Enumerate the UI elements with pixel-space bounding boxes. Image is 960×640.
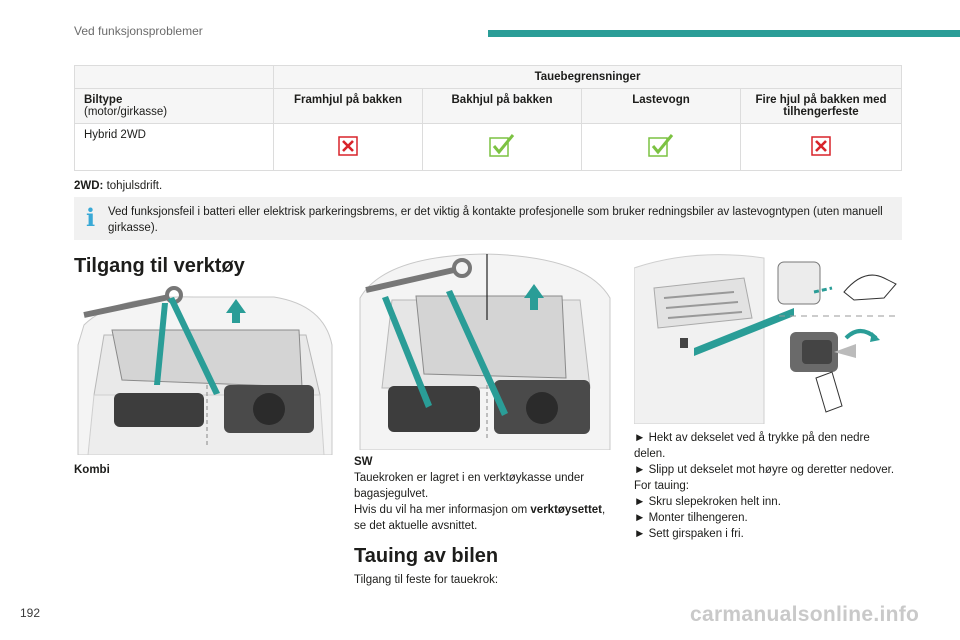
abbreviation-note: 2WD: tohjulsdrift. [74, 180, 162, 192]
towing-intro: Tilgang til feste for tauekrok: [354, 574, 499, 586]
row-label: Hybrid 2WD [74, 123, 274, 171]
towing-table: Tauebegrensninger Biltype (motor/girkass… [74, 65, 902, 171]
step-item: ► Sett girspaken i fri. [634, 528, 744, 540]
info-box: i Ved funksjonsfeil i batteri eller elek… [74, 197, 902, 240]
info-text: Ved funksjonsfeil i batteri eller elektr… [108, 206, 883, 234]
check-icon [489, 133, 515, 157]
kombi-trunk-illustration [77, 286, 333, 455]
sw-more-info: Hvis du vil ha mer informasjon om verktø… [354, 502, 616, 534]
note-term: 2WD: [74, 180, 104, 192]
cell-allowed [581, 123, 741, 171]
col-header: Framhjul på bakken [273, 88, 423, 124]
sw-storage-text: Tauekroken er lagret i en verktøykasse u… [354, 472, 585, 500]
sw-more-info-tail: , se det aktuelle avsnittet. [354, 504, 606, 532]
header-section-title: Ved funksjonsproblemer [74, 24, 203, 38]
cross-icon [811, 135, 831, 156]
sw-trunk-illustration [359, 253, 611, 450]
col-header: Lastevogn [581, 88, 741, 124]
sw-label: SW [354, 456, 373, 468]
header-accent-bar [488, 30, 960, 37]
section-title-towing: Tauing av bilen [354, 545, 499, 567]
cell-not-allowed [273, 123, 423, 171]
cell-allowed [422, 123, 582, 171]
row-header-sub: (motor/girkasse) [84, 106, 168, 118]
step-item: ► Monter tilhengeren. [634, 512, 748, 524]
page-number: 192 [20, 606, 41, 620]
step-item: ► Skru slepekroken helt inn. [634, 496, 781, 508]
kombi-label: Kombi [74, 464, 110, 476]
watermark: carmanualsonline.info [690, 603, 920, 626]
row-header-title: Biltype [84, 94, 123, 106]
sw-more-info-text: Hvis du vil ha mer informasjon om [354, 504, 531, 516]
toolkit-link: verktøysettet [530, 504, 602, 516]
towing-steps: ► Hekt av dekselet ved å trykke på den n… [634, 430, 902, 542]
col-header: Bakhjul på bakken [422, 88, 582, 124]
cell-not-allowed [740, 123, 902, 171]
table-row: Hybrid 2WD [74, 123, 902, 171]
step-item: For tauing: [634, 480, 689, 492]
tow-hook-illustration [634, 254, 897, 424]
table-row-header: Biltype (motor/girkasse) [74, 88, 274, 124]
section-title-tools: Tilgang til verktøy [74, 255, 245, 277]
note-text: tohjulsdrift. [103, 180, 163, 192]
cross-icon [338, 135, 358, 156]
info-icon: i [86, 203, 96, 232]
col-header: Fire hjul på bakken med tilhengerfeste [740, 88, 902, 124]
step-item: ► Hekt av dekselet ved å trykke på den n… [634, 432, 870, 460]
sw-text-block: SW Tauekroken er lagret i en verktøykass… [354, 454, 616, 534]
step-item: ► Slipp ut dekselet mot høyre og derette… [634, 464, 895, 476]
check-icon [648, 133, 674, 157]
table-group-header: Tauebegrensninger [273, 65, 902, 89]
